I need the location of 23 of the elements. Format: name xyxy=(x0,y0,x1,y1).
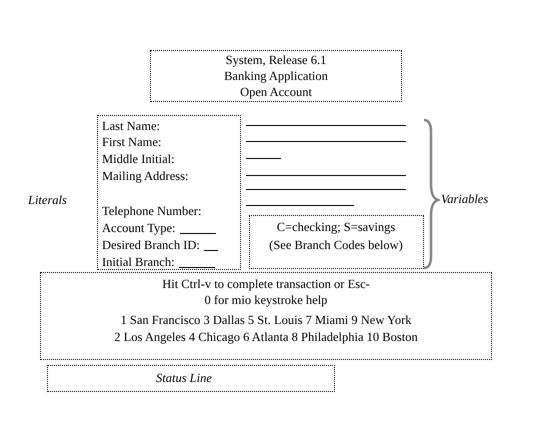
branch-codes-text: 1 San Francisco 3 Dallas 5 St. Louis 7 Miami 9 New York xyxy=(120,313,412,327)
field-label: Account Type: xyxy=(102,221,176,235)
field-label: Desired Branch ID: xyxy=(102,238,200,252)
note-text: (See Branch Codes below) xyxy=(268,238,404,252)
field-label: Last Name: xyxy=(102,119,160,133)
literals-label: Literals xyxy=(28,193,67,208)
instruction-text: Hit Ctrl-v to complete transaction or Esc-0 for mio keystroke help xyxy=(161,276,371,308)
variables-label: Variables xyxy=(441,192,488,207)
note-text: C=checking; S=savings xyxy=(276,220,396,234)
title-box xyxy=(150,50,402,102)
help-panel xyxy=(40,272,492,360)
literals-panel xyxy=(97,115,241,270)
status-text: Status Line xyxy=(156,371,212,385)
field-label: Mailing Address: xyxy=(102,169,188,183)
field-label: Telephone Number: xyxy=(102,204,202,218)
field-label: Middle Initial: xyxy=(102,152,175,166)
branch-codes-text: 2 Los Angeles 4 Chicago 6 Atlanta 8 Philadelphia 10 Boston xyxy=(113,330,419,344)
field-label: Initial Branch: xyxy=(102,255,175,269)
heading-text: System, Release 6.1 xyxy=(224,53,328,67)
field-label: First Name: xyxy=(102,135,162,149)
note-box xyxy=(249,215,424,269)
heading-text: Banking Application xyxy=(223,69,329,83)
heading-text: Open Account xyxy=(239,85,313,99)
